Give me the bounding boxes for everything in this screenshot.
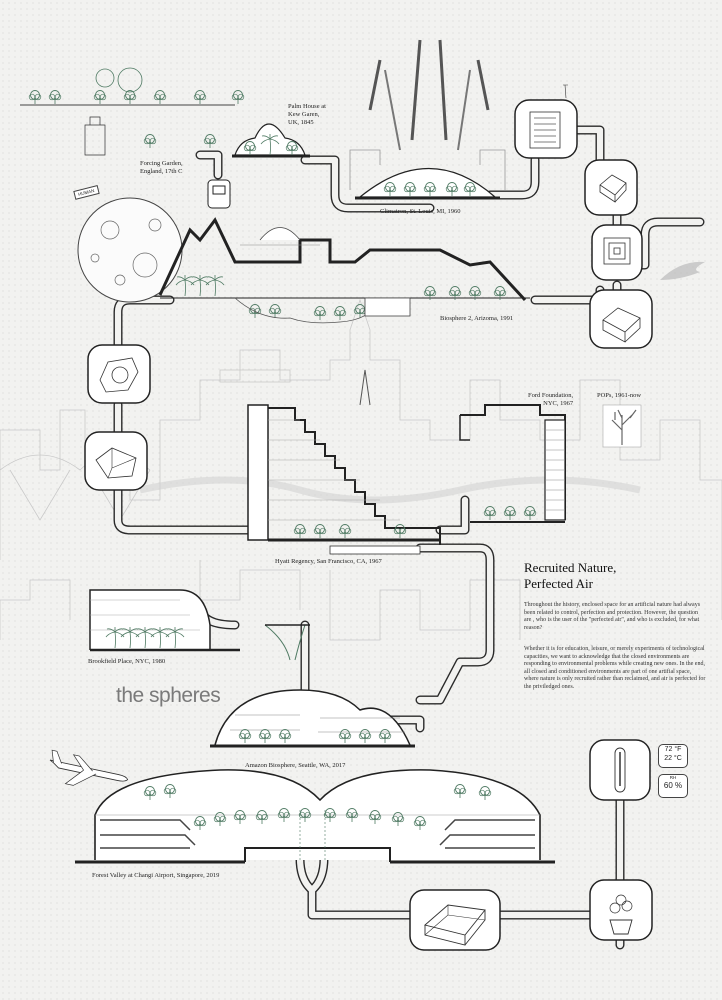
paragraph-1: Throughout the history, enclosed space f… <box>524 602 701 631</box>
palm-house-section <box>232 123 310 158</box>
dead-tree-icon <box>602 404 642 448</box>
server-rack-icon <box>514 84 578 159</box>
forcing-garden-heater <box>207 179 231 209</box>
ford-foundation-section <box>459 404 566 523</box>
square-vent-icon <box>591 224 643 281</box>
caption-brookfield: Brookfield Place, NYC, 1980 <box>88 658 166 665</box>
humidity-value: 60 % <box>663 781 683 790</box>
hyatt-regency-section <box>247 369 441 555</box>
dehumidifier-icon <box>409 889 501 951</box>
brookfield-place-section <box>89 589 310 661</box>
humidity-label: RH <box>669 775 677 780</box>
caption-forcing-garden: Forcing Garden, England, 17th C <box>140 160 183 175</box>
air-filter-icon <box>84 431 148 491</box>
temperature-c: 22 °C <box>664 755 682 762</box>
plant-pot-icon <box>589 879 653 941</box>
airplane-icon <box>49 749 129 786</box>
temperature-readout: 72 °F 22 °C <box>658 744 688 768</box>
changi-forest-valley-section <box>75 769 555 864</box>
caption-amazon: Amazon Biosphere, Seattle, WA, 2017 <box>245 762 346 769</box>
caption-palm-house: Palm House at Kew Garen, UK, 1845 <box>288 103 326 126</box>
poster-title: Recruited Nature, Perfected Air <box>524 560 616 592</box>
caption-pops: POPs, 1961-now <box>597 392 642 399</box>
caption-climatron: Climatron, St. Louis, MI, 1960 <box>380 208 461 215</box>
temperature-f: 72 °F <box>664 746 682 753</box>
caption-ford-foundation: Ford Foundation, NYC, 1967 <box>528 392 574 407</box>
title-line-2: Perfected Air <box>524 576 593 591</box>
title-line-1: Recruited Nature, <box>524 560 617 575</box>
ac-unit-icon <box>589 289 653 349</box>
amazon-spheres-section <box>210 689 415 748</box>
ventilator-fan-icon <box>87 344 151 404</box>
top-garden-strip <box>20 67 245 156</box>
moon-icon <box>77 197 183 303</box>
paragraph-2: Whether it is for education, leisure, or… <box>524 646 706 690</box>
caption-biosphere2: Biosphere 2, Arizoma, 1991 <box>440 315 514 322</box>
humidity-readout: RH 60 % <box>658 774 688 798</box>
cube-icon <box>584 159 638 216</box>
thermometer-icon <box>589 739 651 801</box>
biosphere2-section <box>158 217 530 324</box>
the-spheres-logo: the spheres <box>116 684 221 707</box>
caption-changi: Forest Valley at Changi Airport, Singapo… <box>92 872 220 879</box>
smoke-plume <box>660 261 705 280</box>
caption-hyatt: Hyatt Regency, San Francisco, CA, 1967 <box>275 558 382 565</box>
climatron-section <box>349 39 506 200</box>
